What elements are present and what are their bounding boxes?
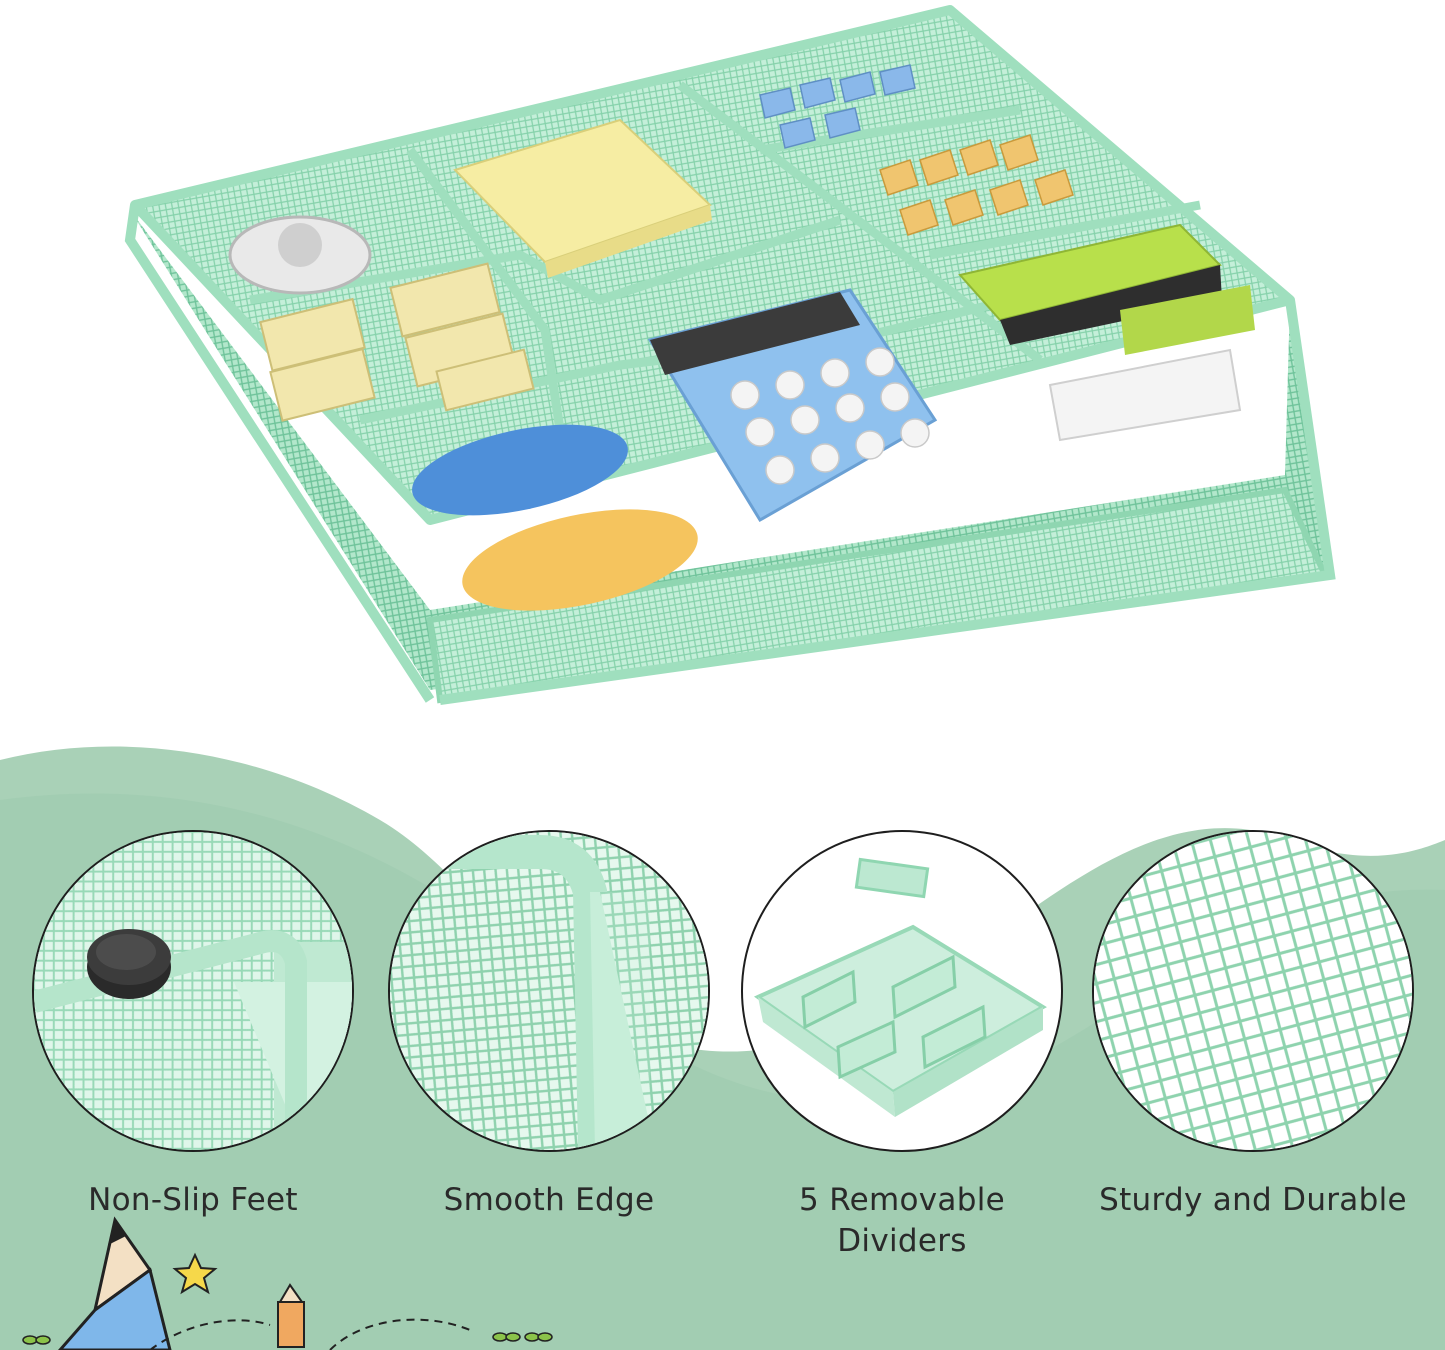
feature-smooth-edge: Smooth Edge	[384, 830, 714, 1221]
smooth-edge-icon	[388, 830, 710, 1152]
feature-label: 5 Removable Dividers	[799, 1182, 1005, 1259]
removable-dividers-icon	[741, 830, 1063, 1152]
feature-label: Non-Slip Feet	[88, 1182, 298, 1218]
feature-non-slip-feet: Non-Slip Feet	[28, 830, 358, 1221]
doodle-decoration	[22, 1216, 553, 1350]
mesh-icon	[1092, 830, 1414, 1152]
feature-label: Smooth Edge	[443, 1182, 655, 1218]
feature-removable-dividers: 5 Removable Dividers	[737, 830, 1067, 1262]
pencil-icon	[58, 1216, 172, 1350]
sprout-icon	[22, 1332, 553, 1345]
feature-label: Sturdy and Durable	[1099, 1182, 1407, 1218]
feature-sturdy-durable: Sturdy and Durable	[1088, 830, 1418, 1221]
background-wave	[0, 746, 1445, 1350]
star-icon	[172, 1252, 218, 1295]
non-slip-foot-icon	[32, 830, 354, 1152]
small-pencil-icon	[277, 1283, 305, 1348]
organizer-product-image	[124, 5, 1336, 705]
